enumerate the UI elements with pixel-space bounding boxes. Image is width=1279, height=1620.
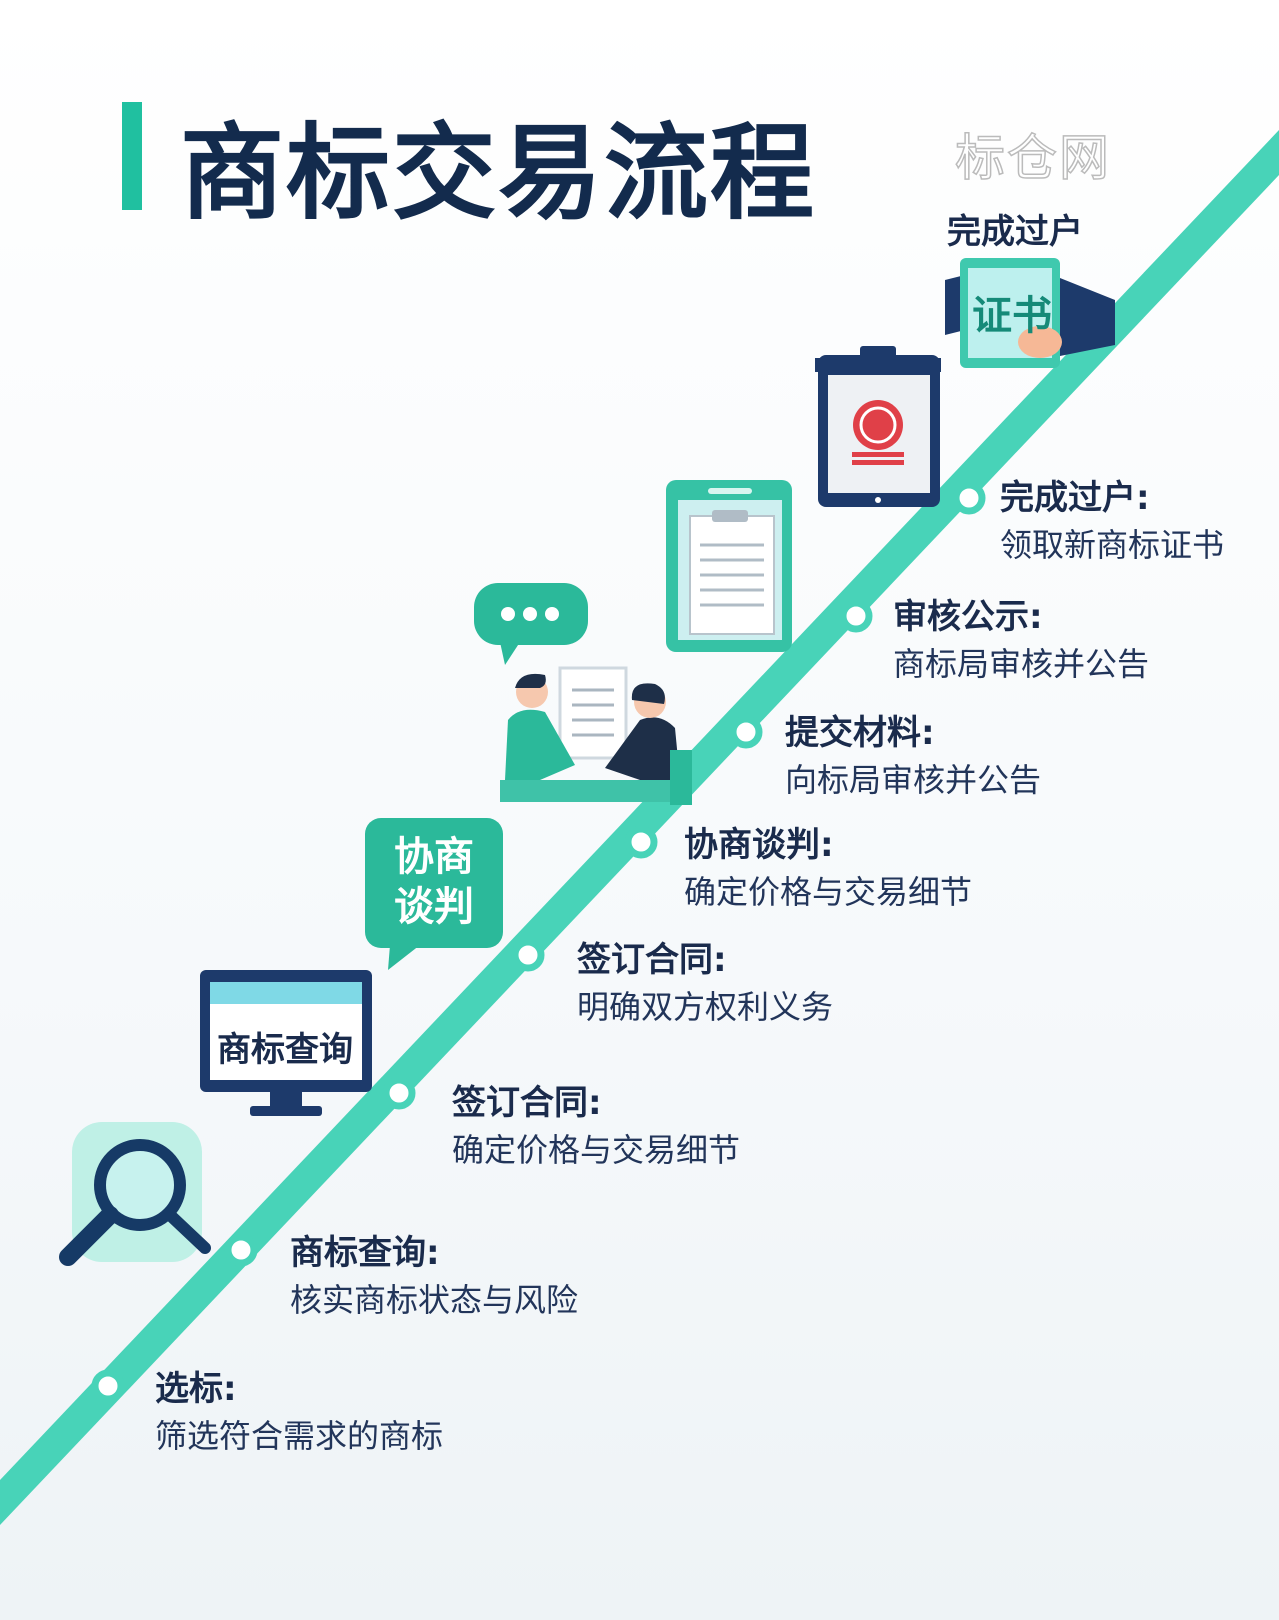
step-3: 签订合同: 确定价格与交易细节	[452, 1080, 740, 1174]
monitor-label: 商标查询	[217, 1030, 353, 1070]
certificate-icon	[945, 258, 1115, 368]
negotiation-bubble-text: 协商 谈判	[369, 832, 499, 932]
step-desc: 确定价格与交易细节	[684, 873, 973, 911]
tablet-seal-icon	[815, 346, 941, 507]
step-desc: 筛选符合需求的商标	[155, 1417, 444, 1455]
step-desc: 核实商标状态与风险	[290, 1281, 579, 1319]
step-7: 审核公示: 商标局审核并公告	[893, 594, 1149, 688]
page-title: 商标交易流程	[180, 112, 817, 234]
step-desc: 确定价格与交易细节	[452, 1131, 741, 1169]
magnifier-icon	[59, 1122, 211, 1266]
step-8: 完成过户: 领取新商标证书	[1000, 475, 1224, 569]
title-accent-bar	[122, 102, 142, 210]
step-6: 提交材料: 向标局审核并公告	[785, 710, 1041, 804]
bubble-line: 协商	[394, 834, 474, 880]
step-1: 选标: 筛选符合需求的商标	[155, 1366, 443, 1460]
clipboard-icon	[666, 480, 792, 652]
step-2: 商标查询: 核实商标状态与风险	[290, 1230, 578, 1324]
timeline-dot	[952, 481, 986, 515]
step-desc: 领取新商标证书	[1000, 526, 1225, 564]
step-4: 签订合同: 明确双方权利义务	[577, 937, 833, 1031]
bubble-line: 谈判	[394, 884, 474, 930]
step-heading: 审核公示:	[893, 597, 1043, 637]
step-heading: 完成过户:	[1000, 478, 1150, 518]
step-heading: 签订合同:	[452, 1083, 602, 1123]
monitor-icon	[200, 970, 372, 1116]
speech-bubble-icon	[365, 818, 503, 970]
timeline-dot	[382, 1076, 416, 1110]
timeline-dot	[729, 715, 763, 749]
step-5: 协商谈判: 确定价格与交易细节	[684, 822, 972, 916]
step-heading: 提交材料:	[785, 713, 935, 753]
timeline-dot	[839, 599, 873, 633]
step-heading: 商标查询:	[290, 1233, 440, 1273]
step-desc: 向标局审核并公告	[785, 761, 1042, 799]
timeline-dot	[91, 1369, 125, 1403]
step-heading: 协商谈判:	[684, 825, 834, 865]
step-heading: 选标:	[155, 1369, 237, 1409]
certificate-label: 证书	[972, 293, 1052, 339]
timeline-dot	[624, 825, 658, 859]
timeline-dot	[511, 938, 545, 972]
completion-caption: 完成过户	[947, 212, 1083, 252]
timeline-dots	[91, 481, 986, 1403]
step-desc: 明确双方权利义务	[577, 988, 834, 1026]
step-heading: 签订合同:	[577, 940, 727, 980]
step-desc: 商标局审核并公告	[893, 645, 1150, 683]
timeline-dot	[224, 1233, 258, 1267]
meeting-illustration	[474, 583, 692, 805]
watermark: 标仓网	[954, 128, 1111, 188]
